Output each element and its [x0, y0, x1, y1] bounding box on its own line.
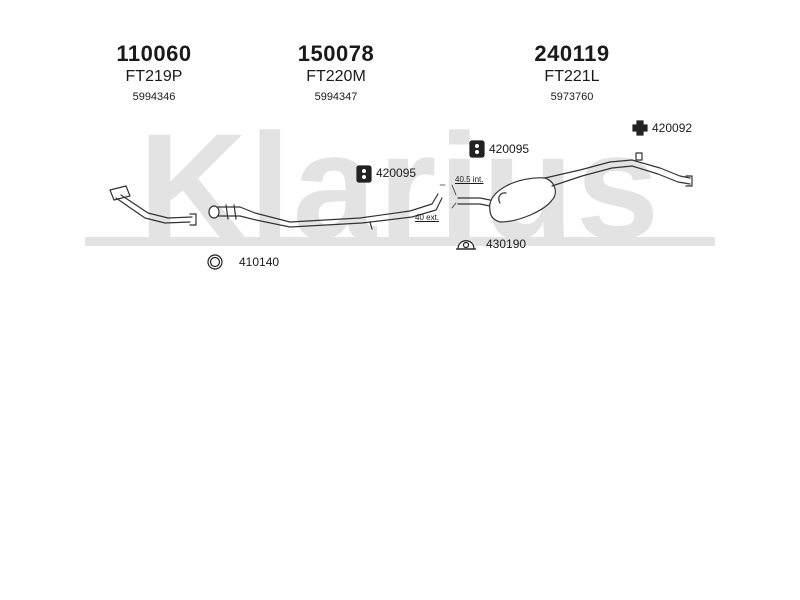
part-block-rear-silencer: 240119 FT221L 5973760 [502, 42, 642, 106]
front-pipe [109, 185, 197, 226]
rubber-mount-icon [469, 140, 485, 158]
gasket-ring-icon [207, 254, 223, 270]
dimension-external-label: 40 ext. [415, 213, 440, 222]
middle-pipe [208, 193, 443, 230]
part-code: FT219P [125, 68, 183, 85]
hanger-icon [632, 120, 648, 136]
clamp-icon [456, 240, 476, 250]
dimension-markers [439, 184, 457, 209]
part-block-front-pipe: 110060 FT219P 5994346 [84, 42, 224, 106]
hardware-label-hanger: 420092 [652, 121, 693, 135]
part-code: FT220M [306, 68, 366, 85]
part-number: 240119 [534, 41, 610, 66]
hardware-label-rubber-mount: 420095 [489, 142, 530, 156]
part-code: FT221L [544, 68, 600, 85]
rear-silencer [457, 152, 693, 223]
hardware-label-rubber-mount: 420095 [376, 166, 417, 180]
rubber-mount-icon [356, 165, 372, 183]
hardware-label-gasket: 410140 [239, 255, 280, 269]
dimension-internal-label: 40.5 int. [455, 175, 484, 184]
part-block-middle-pipe: 150078 FT220M 5994347 [266, 42, 406, 106]
part-number: 110060 [116, 41, 192, 66]
part-oe-number: 5994346 [132, 91, 176, 103]
part-oe-number: 5994347 [314, 91, 358, 103]
hardware-label-clamp: 430190 [486, 237, 527, 251]
part-number: 150078 [297, 41, 375, 66]
part-oe-number: 5973760 [550, 91, 594, 103]
